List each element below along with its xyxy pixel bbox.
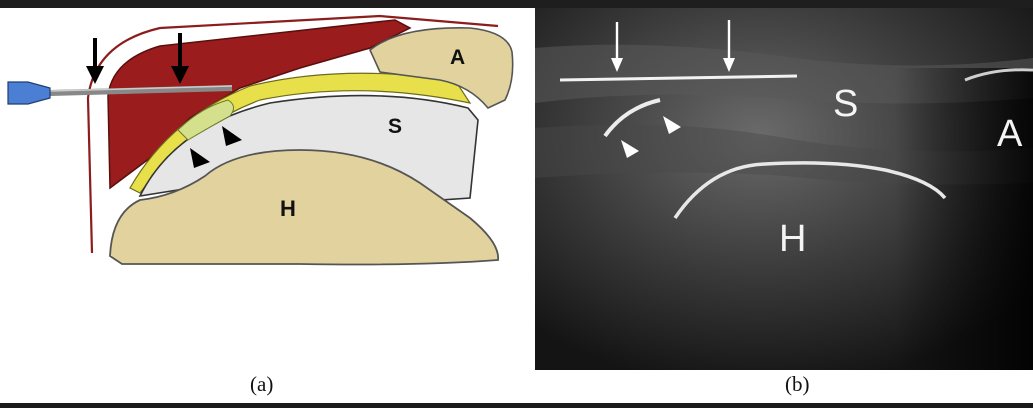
shoulder-diagram: A S H <box>0 8 533 403</box>
panel-a-illustration: A S H <box>0 8 533 403</box>
label-humerus: H <box>280 196 296 221</box>
ultrasound-image: S A H <box>535 8 1033 370</box>
ultrasound-svg: S A H <box>535 8 1033 370</box>
us-label-acromion: A <box>997 113 1023 155</box>
label-subscapularis: S <box>388 115 402 138</box>
panel-b-container: S A H <box>533 8 1033 403</box>
us-label-subscapularis: S <box>833 83 858 125</box>
label-acromion: A <box>450 46 465 69</box>
us-label-humerus: H <box>779 218 806 260</box>
caption-b: (b) <box>785 372 810 397</box>
top-border <box>0 0 1033 8</box>
needle-hub <box>8 82 50 104</box>
caption-a: (a) <box>250 372 273 397</box>
